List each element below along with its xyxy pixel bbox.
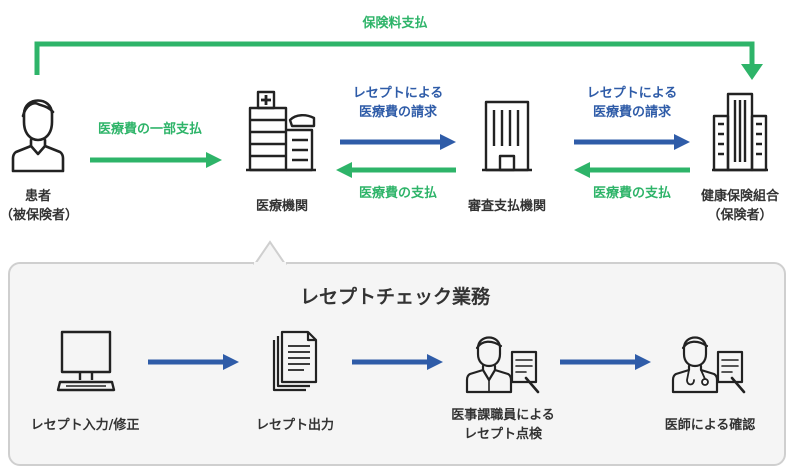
clerk-with-document-icon: [465, 336, 540, 394]
documents-icon: [272, 330, 318, 392]
edge-insurer-to-review-label: 医療費の支払: [592, 186, 671, 201]
step-output-label: レセプト出力: [255, 418, 334, 433]
node-review-label: 審査支払機関: [467, 199, 546, 214]
patient-name: 患者: [24, 189, 51, 204]
premium-payment-arrowhead: [741, 64, 763, 80]
node-medical-label: 医療機関: [255, 199, 308, 214]
skyscraper-icon: [712, 92, 768, 172]
edge-patient-to-medical-label: 医療費の一部支払: [97, 122, 202, 137]
insurer-role: （保険者）: [707, 208, 773, 223]
panel-notch: [253, 240, 287, 265]
step-doctor-confirm-label: 医師による確認: [664, 418, 756, 433]
premium-payment-arrow: [34, 41, 755, 75]
doctor-with-document-icon: [671, 336, 746, 394]
edge-review-to-medical-label: 医療費の支払: [358, 186, 437, 201]
edge-review-to-insurer-label: レセプトによる 医療費の請求: [586, 86, 678, 120]
patient-role: （被保険者）: [0, 208, 79, 223]
edge-medical-to-review-label: レセプトによる 医療費の請求: [352, 86, 444, 120]
step-clerk-check-label: 医事課職員による レセプト点検: [451, 408, 555, 442]
office-building-icon: [482, 100, 532, 172]
node-insurer-label: 健康保険組合 （保険者）: [690, 187, 790, 225]
person-icon: [11, 99, 65, 173]
hospital-icon: [246, 90, 316, 172]
premium-payment-label: 保険料支払: [362, 16, 428, 31]
panel-title: レセプトチェック業務: [299, 286, 490, 308]
insurer-name: 健康保険組合: [700, 189, 779, 204]
step-input-label: レセプト入力/修正: [30, 418, 140, 433]
node-patient-label: 患者 （被保険者）: [0, 187, 79, 225]
computer-monitor-icon: [56, 330, 116, 392]
